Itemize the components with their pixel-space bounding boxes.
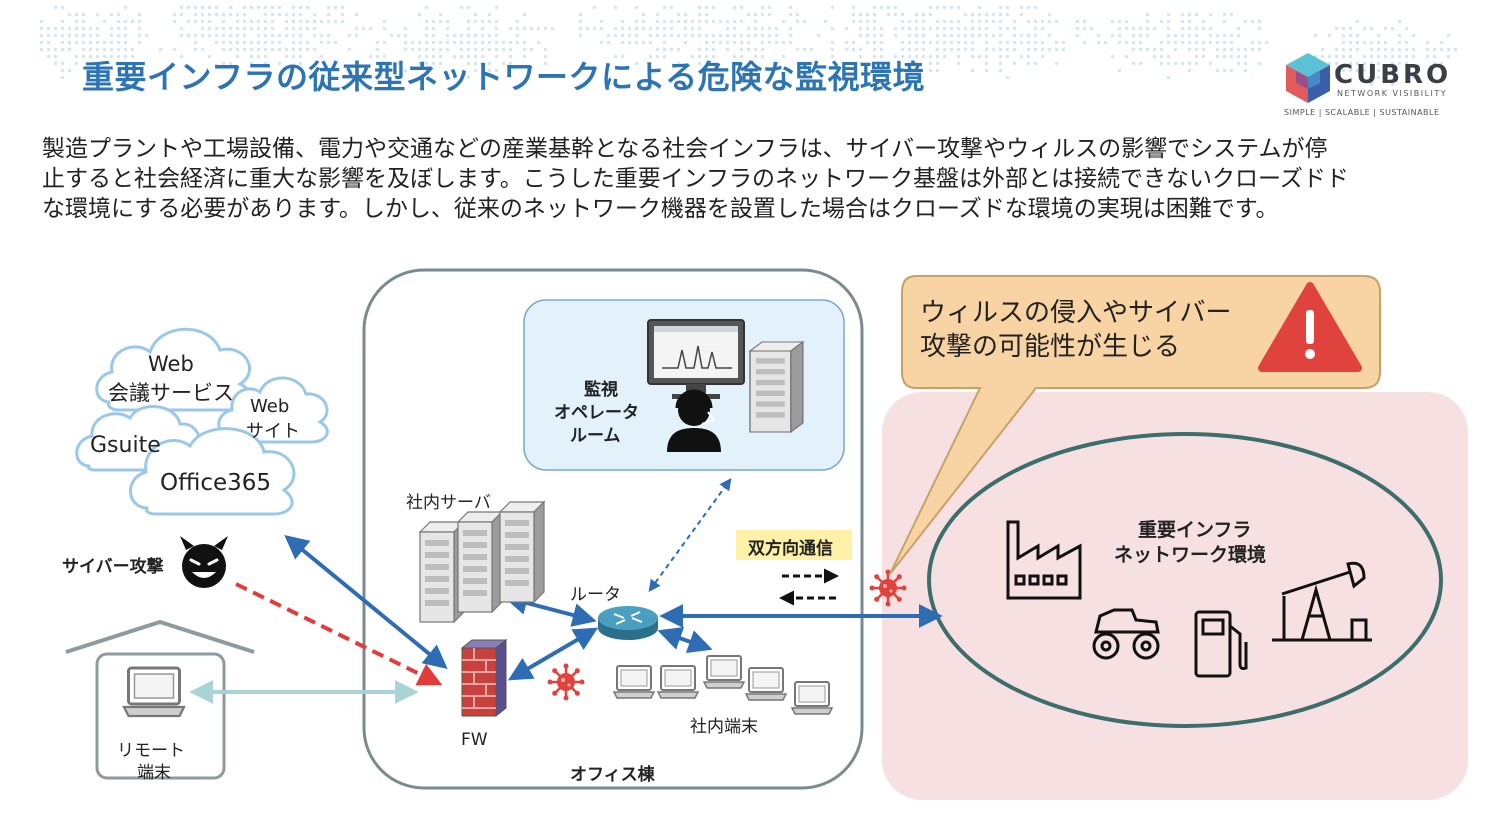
cloud-icon: [129, 427, 296, 516]
infra-label: ネットワーク環境: [1114, 544, 1267, 566]
cloud-website-label: Web: [250, 396, 290, 417]
router-label: ルータ: [570, 585, 621, 605]
firewall-icon: [460, 638, 508, 718]
cloud-website-label: サイト: [246, 421, 300, 442]
intro-line: 製造プラントや工場設備、電力や交通などの産業基幹となる社会インフラは、サイバー攻…: [42, 136, 1328, 162]
server-icon: [419, 521, 465, 623]
bidirectional-label-bg: [736, 530, 852, 560]
remote-laptop-icon: [122, 666, 186, 718]
virus-icon: [868, 568, 908, 608]
office-building-label: オフィス棟: [570, 765, 655, 785]
world-map-dots-background: [0, 0, 1488, 125]
callout-text: ウィルスの侵入やサイバー 攻撃の可能性が生じる: [920, 298, 1232, 362]
remote-terminal-label: 端末: [137, 763, 171, 783]
intro-line: 止すると社会経済に重大な影響を及ぼします。こうした重要インフラのネットワーク基盤…: [42, 166, 1349, 192]
router-monitor-dashed-arrow: [648, 478, 732, 592]
remote-terminal-label: リモート: [117, 741, 185, 761]
warning-callout: [889, 275, 1381, 575]
operator-icon: [667, 389, 721, 452]
cloud-gsuite-label: Gsuite: [90, 433, 161, 458]
cloud-fw-arrow: [284, 534, 448, 670]
cubro-logo-icon: [1286, 53, 1330, 103]
cloud-office365-label: Office365: [160, 470, 272, 496]
terminal-laptop-icon: [703, 655, 745, 689]
intro-line: な環境にする必要があります。しかし、従来のネットワーク機器を設置した場合はクロー…: [42, 196, 1279, 222]
cyber-attack-label: サイバー攻撃: [62, 557, 164, 577]
virus-icon: [546, 662, 586, 702]
fw-router-arrow: [507, 627, 599, 681]
cloud-web-meeting-label: Web: [148, 352, 194, 376]
truck-icon: [1092, 608, 1160, 660]
fuel-pump-icon: [1194, 610, 1248, 678]
infra-network-ellipse: [927, 432, 1443, 728]
monitor-room-server-icon: [749, 341, 804, 433]
cloud-web-meeting-label: 会議サービス: [108, 381, 234, 405]
bidirectional-label: 双方向通信: [748, 539, 833, 559]
terminal-laptop-icon: [613, 665, 655, 699]
monitor-room-label: オペレータ: [554, 403, 639, 423]
server-icon: [499, 501, 545, 603]
monitor-room-label: ルーム: [570, 426, 621, 446]
internal-terminal-label: 社内端末: [690, 717, 758, 737]
oil-pump-icon: [1272, 561, 1372, 642]
devil-icon: [180, 536, 228, 588]
router-icon: [598, 606, 658, 640]
fw-label: FW: [461, 730, 488, 750]
logo-subtitle: NETWORK VISIBILITY: [1337, 89, 1448, 98]
server-icon: [457, 511, 503, 613]
internal-server-label: 社内サーバ: [406, 493, 491, 513]
logo-name: CUBRO: [1334, 60, 1452, 90]
monitor-icon: [647, 319, 745, 399]
terminal-laptop-icon: [791, 681, 833, 715]
router-terminal-arrow: [657, 626, 713, 654]
intro-paragraph: 製造プラントや工場設備、電力や交通などの産業基幹となる社会インフラは、サイバー攻…: [42, 134, 1452, 224]
terminal-laptop-icon: [745, 667, 787, 701]
warning-icon: [1258, 282, 1362, 372]
cloud-icon: [217, 376, 329, 444]
page-title: 重要インフラの従来型ネットワークによる危険な監視環境: [82, 58, 926, 96]
monitor-room-label: 監視: [584, 380, 618, 400]
factory-icon: [1006, 520, 1082, 600]
logo-tagline: SIMPLE | SCALABLE | SUSTAINABLE: [1284, 108, 1440, 117]
terminal-laptop-icon: [657, 665, 699, 699]
infra-label: 重要インフラ: [1138, 519, 1252, 541]
